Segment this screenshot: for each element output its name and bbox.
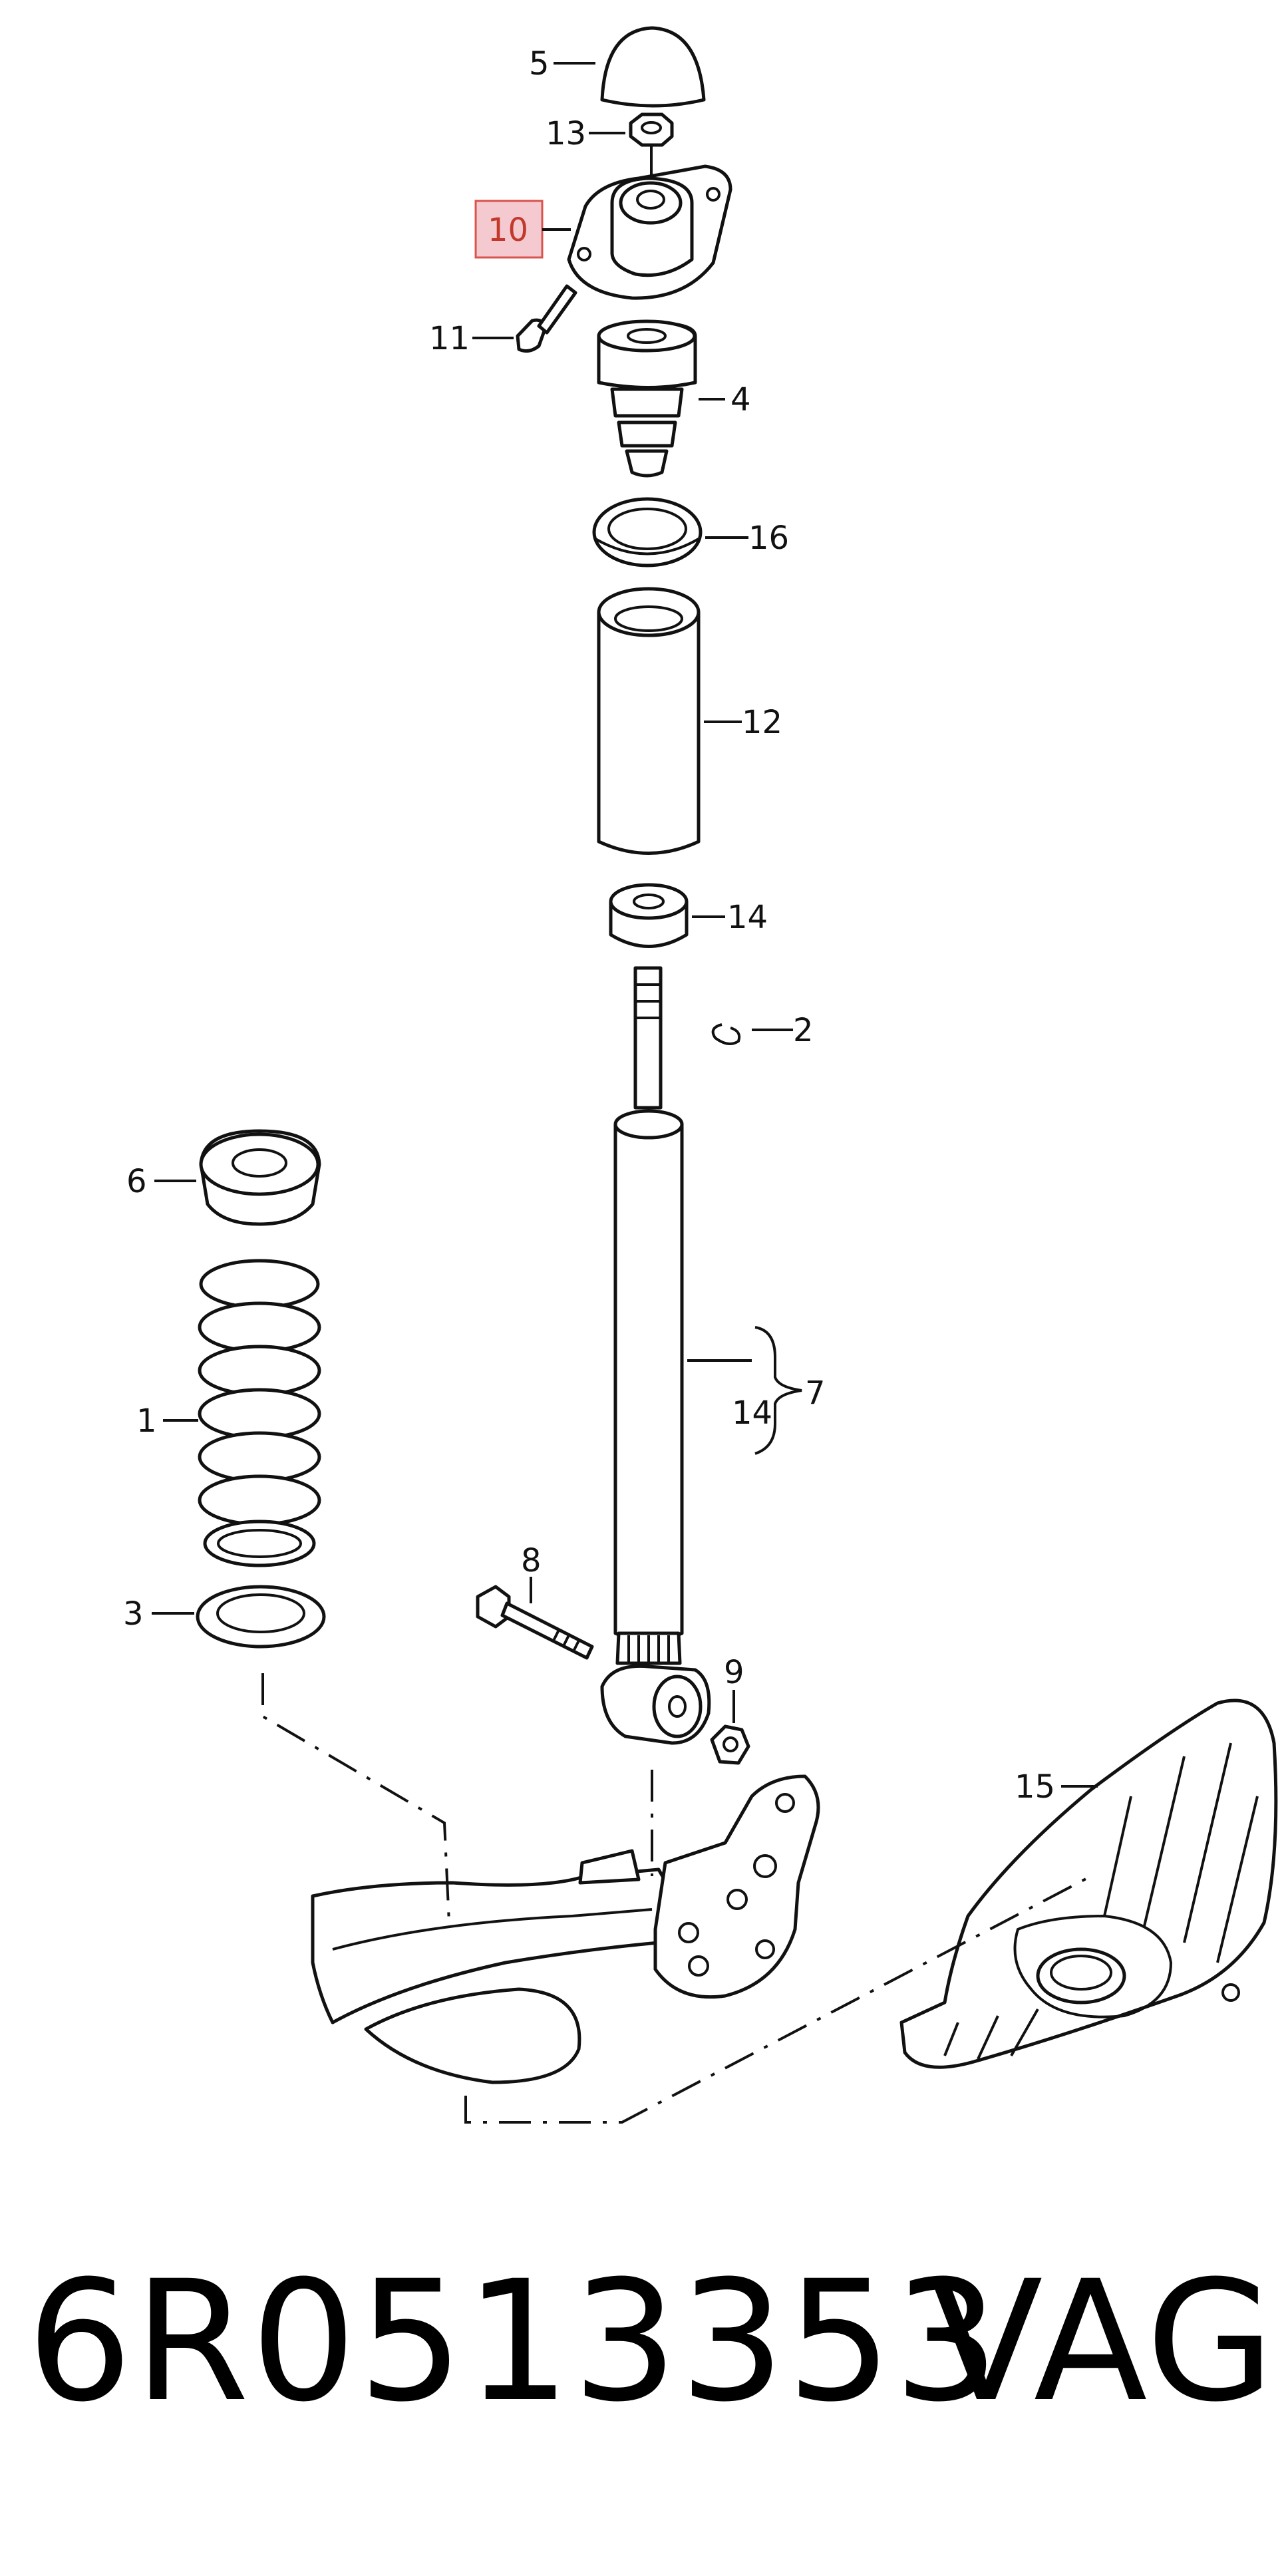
part-12-sleeve	[597, 587, 701, 855]
callout-4: 4	[730, 381, 751, 418]
callout-13: 13	[546, 115, 586, 152]
callout-6: 6	[126, 1163, 147, 1200]
part-15-underbody-cover	[899, 1698, 1278, 2069]
callout-12: 12	[742, 704, 782, 741]
part-13-nut	[629, 112, 674, 180]
callout-7: 7	[805, 1374, 826, 1412]
callout-8: 8	[521, 1542, 542, 1579]
callout-9: 9	[724, 1654, 744, 1691]
part-4-bump-stop	[597, 319, 697, 478]
callout-14-shock: 14	[732, 1394, 772, 1432]
part-9-nut	[710, 1724, 750, 1765]
callout-10-highlight-box	[474, 200, 544, 259]
axle-beam	[311, 1774, 820, 2084]
callout-3: 3	[123, 1595, 144, 1633]
part-2-circlip	[711, 1023, 741, 1045]
callout-11: 11	[429, 320, 470, 357]
callout-15: 15	[1015, 1768, 1055, 1806]
part-16-ring	[592, 497, 703, 567]
callout-14-buffer: 14	[727, 899, 768, 936]
callout-10: 10	[488, 212, 528, 249]
brand-label: VAG	[929, 2245, 1276, 2438]
part-5-dust-cap	[600, 26, 706, 108]
callout-2: 2	[793, 1012, 814, 1049]
part-number: 6R0513353	[27, 2245, 1001, 2438]
part-14-buffer	[609, 883, 689, 948]
part-1-coil-spring	[198, 1259, 321, 1567]
part-11-bolt	[516, 284, 577, 353]
callout-16: 16	[748, 520, 789, 557]
part-7-shock-absorber	[600, 966, 711, 1745]
part-10-strut-mount	[567, 164, 732, 300]
callout-5: 5	[529, 45, 550, 82]
callout-1: 1	[136, 1402, 157, 1440]
part-8-bolt	[476, 1585, 594, 1660]
part-6-spring-seat	[199, 1129, 321, 1226]
part-3-lower-seat	[196, 1585, 326, 1649]
